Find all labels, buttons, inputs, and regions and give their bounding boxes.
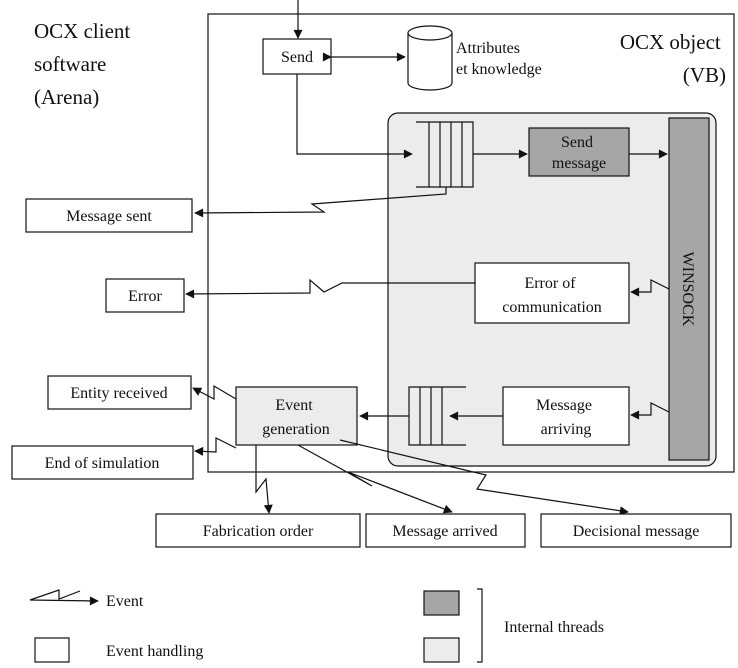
legend-event-handling-swatch [34,637,70,663]
message-arriving-box [502,386,630,446]
message-sent-event-arrow [194,187,447,218]
fabrication-order-label: Fabrication order [203,523,314,540]
winsock-label: WINSOCK [679,252,696,327]
message-sent-box [25,198,193,233]
send-message-label: Send message [552,134,606,172]
client-title: OCX client software (Arena) [34,19,135,109]
end-of-simulation-event-arrow [194,437,237,456]
error-of-communication-box [474,262,630,324]
legend-internal-threads-label: Internal threads [504,619,604,636]
winsock-arriving-event-arrow [630,402,670,420]
decisional-message-label: Decisional message [573,523,700,540]
object-title: OCX object (VB) [620,30,726,87]
event-generation-box [235,386,358,446]
event-generation-label: Event generation [262,397,330,438]
send-label: Send [281,49,313,66]
legend-event-handling-label: Event handling [106,643,203,660]
legend-event-label: Event [106,593,144,610]
legend-event-arrow-icon [29,589,99,606]
legend-dark-thread-swatch [423,590,460,616]
message-sent-label: Message sent [66,208,152,225]
error-box [105,278,185,313]
legend-bracket [477,588,483,663]
winsock-error-event-arrow [630,279,670,297]
entity-received-box [47,375,192,410]
legend: Event Event handling Internal threads [29,588,604,663]
message-arrived-box [365,513,526,548]
error-of-communication-label: Error of communication [502,275,602,316]
winsock-bar [668,117,710,461]
database-icon [407,25,453,91]
attributes-label: Attributes et knowledge [456,40,542,78]
message-arriving-label: Message arriving [536,397,596,438]
send-to-queue-arrow [296,74,413,159]
fabrication-order-event-arrow [255,445,273,514]
send-box [262,38,332,75]
send-message-box [528,127,630,177]
decisional-message-event-arrow [339,439,629,516]
legend-light-thread-swatch [423,637,460,663]
error-event-arrow [185,278,475,299]
error-label: Error [128,288,162,305]
fabrication-order-box [155,513,361,548]
end-of-simulation-label: End of simulation [45,455,160,472]
message-arrived-label: Message arrived [392,523,497,540]
end-of-simulation-box [11,445,194,480]
decisional-message-box [540,513,732,548]
message-arrived-event-arrow [297,444,453,514]
entity-received-label: Entity received [70,385,167,402]
entity-received-event-arrow [192,384,237,400]
